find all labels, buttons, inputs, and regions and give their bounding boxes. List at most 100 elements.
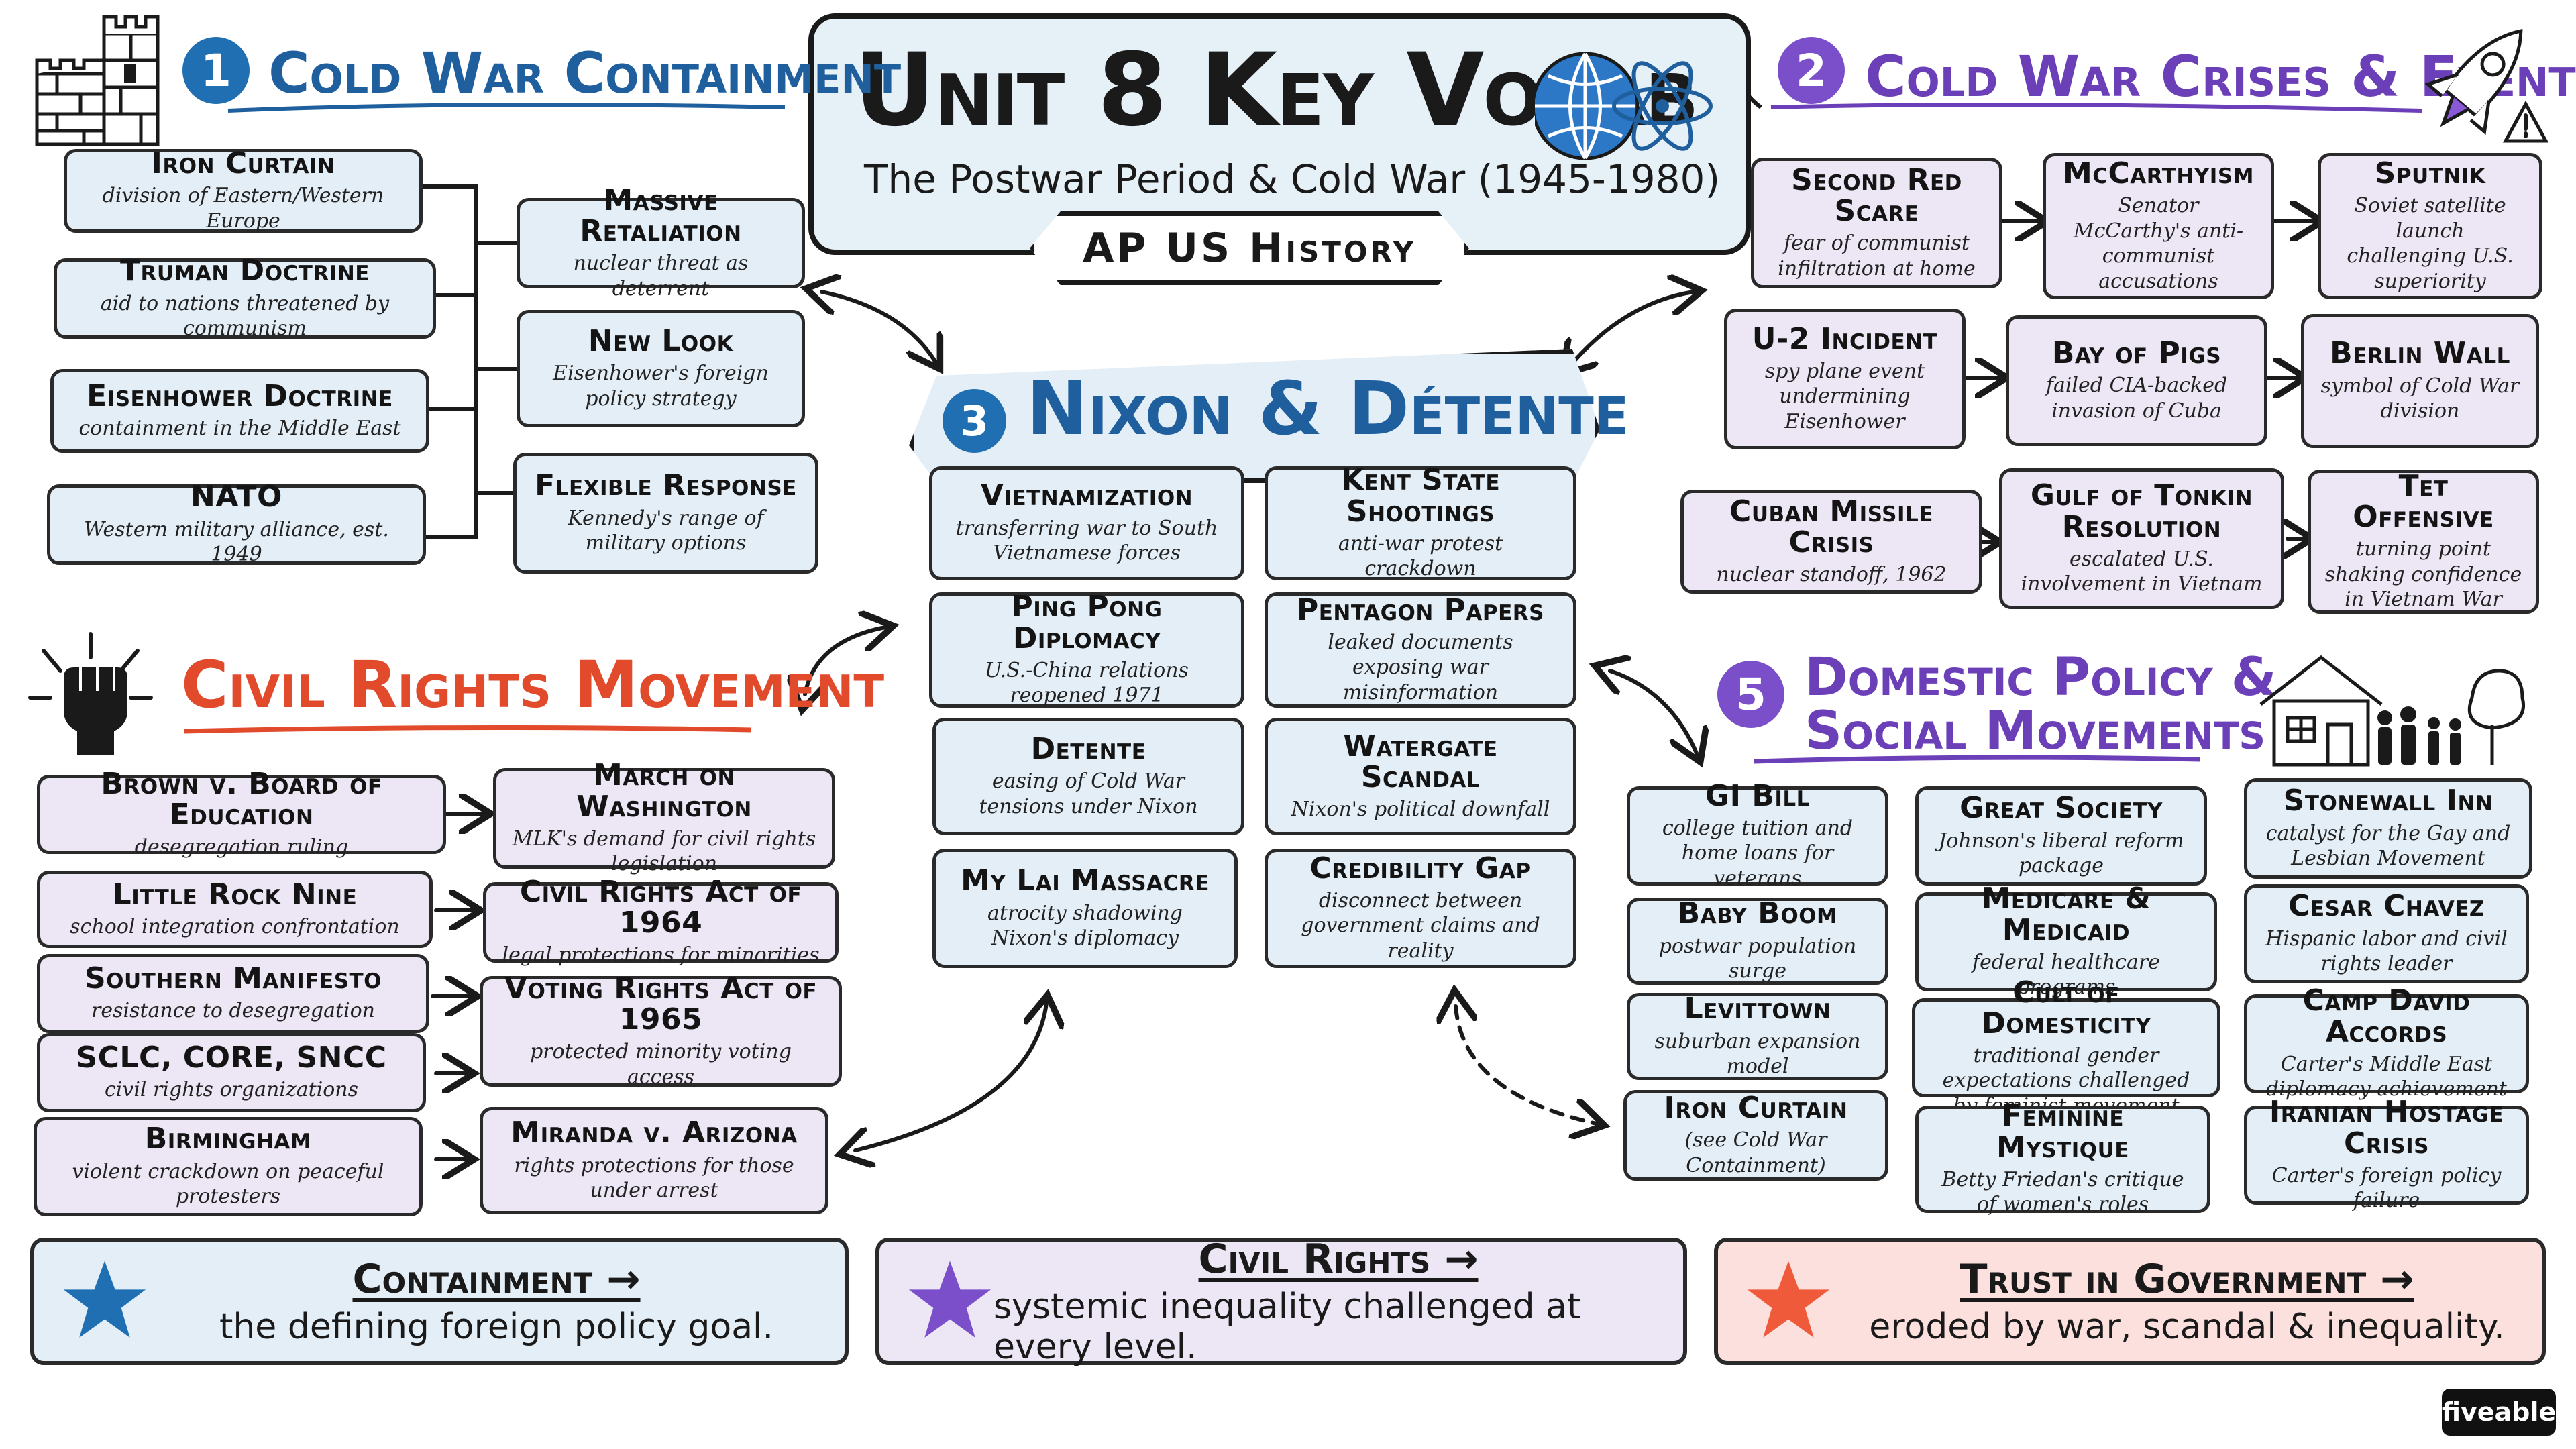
term-title: Eisenhower Doctrine (87, 378, 393, 413)
term-desc: protected minority voting access (530, 1040, 792, 1089)
term-title: Flexible Response (535, 468, 797, 503)
term-title: Brown v. Board of Education (101, 767, 382, 833)
term-desc: U.S.-China relations reopened 1971 (985, 658, 1189, 708)
summary-title: Trust in Government → (1960, 1256, 2414, 1303)
term-title: Vietnamization (980, 478, 1193, 513)
term-title: Berlin Wall (2330, 336, 2510, 371)
term-title: Civil Rights Act of 1964 (519, 875, 802, 941)
star-icon (906, 1256, 994, 1347)
summary-title: Civil Rights → (1198, 1236, 1479, 1283)
term-desc: legal protections for minorities (502, 943, 820, 967)
term-title: Watergate Scandal (1343, 729, 1498, 794)
term-card: Detente easing of Cold War tensions unde… (932, 718, 1244, 835)
title-block: Unit 8 Key Vocab The Postwar Period & Co… (808, 13, 1751, 255)
term-title: SCLC, CORE, SNCC (76, 1040, 387, 1075)
term-card: Flexible Response Kennedy's range of mil… (513, 453, 818, 574)
summary-containment: Containment → the defining foreign polic… (30, 1238, 849, 1365)
term-card: Kent State Shootings anti-war protest cr… (1265, 463, 1576, 581)
term-desc: fear of communist infiltration at home (1778, 231, 1976, 280)
summary-desc: systemic inequality challenged at every … (994, 1287, 1581, 1367)
term-card: Ping Pong Diplomacy U.S.-China relations… (929, 592, 1244, 708)
term-title: Iranian Hostage Crisis (2269, 1095, 2504, 1161)
term-card: Pentagon Papers leaked documents exposin… (1265, 592, 1576, 708)
term-desc: Betty Friedan's critique of women's role… (1941, 1167, 2184, 1217)
term-title: U-2 Incident (1752, 321, 1938, 356)
term-desc: resistance to desegregation (91, 999, 376, 1023)
term-card: Eisenhower Doctrine containment in the M… (50, 369, 429, 453)
term-card: GI Bill college tuition and home loans f… (1627, 780, 1888, 890)
section-heading-domestic-line1: Domestic Policy & (1805, 647, 2277, 708)
term-title: Levittown (1684, 991, 1831, 1026)
summary-desc: eroded by war, scandal & inequality. (1869, 1307, 2505, 1347)
section-number-1: 1 (182, 37, 250, 104)
term-desc: MLK's demand for civil rights legislatio… (512, 826, 816, 876)
term-title: Great Society (1960, 791, 2163, 826)
term-desc: anti-war protest crackdown (1338, 531, 1503, 581)
term-title: Cult of Domesticity (1981, 975, 2151, 1040)
term-desc: turning point shaking confidence in Viet… (2324, 537, 2522, 612)
term-title: Birmingham (144, 1122, 312, 1157)
term-title: Camp David Accords (2302, 983, 2471, 1049)
summary-civil-rights: Civil Rights → systemic inequality chall… (875, 1236, 1687, 1367)
term-title: McCarthyism (2062, 156, 2255, 191)
term-card: Stonewall Inn catalyst for the Gay and L… (2244, 778, 2532, 879)
term-desc: aid to nations threatened by communism (100, 291, 390, 341)
term-title: Gulf of Tonkin Resolution (2030, 478, 2253, 544)
term-card: Miranda v. Arizona rights protections fo… (480, 1107, 828, 1214)
term-card: Camp David Accords Carter's Middle East … (2244, 985, 2529, 1101)
term-title: Kent State Shootings (1340, 463, 1501, 529)
term-desc: Carter's Middle East diplomacy achieveme… (2266, 1052, 2507, 1102)
term-card: U-2 Incident spy plane event undermining… (1724, 309, 1966, 449)
term-title: Iron Curtain (151, 146, 335, 180)
page-subtitle: The Postwar Period & Cold War (1945-1980… (864, 156, 1721, 202)
term-desc: Carter's foreign policy failure (2271, 1163, 2502, 1213)
section-number-2: 2 (1778, 37, 1845, 104)
term-title: Iron Curtain (1664, 1090, 1848, 1125)
term-desc: Nixon's political downfall (1291, 797, 1550, 821)
term-desc: Eisenhower's foreign policy strategy (553, 362, 769, 411)
term-card: Bay of Pigs failed CIA-backed invasion o… (2006, 315, 2267, 446)
term-desc: failed CIA-backed invasion of Cuba (2045, 374, 2228, 423)
term-card: Brown v. Board of Education desegregatio… (37, 768, 446, 859)
term-desc: escalated U.S. involvement in Vietnam (2021, 547, 2263, 596)
term-card: Feminine Mystique Betty Friedan's critiq… (1915, 1101, 2210, 1216)
term-desc: nuclear threat as deterrent (573, 252, 749, 301)
term-title: Sputnik (2374, 156, 2486, 191)
term-card: New Look Eisenhower's foreign policy str… (517, 310, 805, 427)
term-title: GI Bill (1705, 778, 1810, 813)
term-card: Gulf of Tonkin Resolution escalated U.S.… (1999, 468, 2284, 609)
star-icon (1745, 1256, 1832, 1347)
term-desc: rights protections for those under arres… (514, 1153, 794, 1203)
term-title: Little Rock Nine (112, 877, 358, 912)
term-title: Credibility Gap (1309, 851, 1532, 885)
section-heading-domestic-line2: Social Movements (1805, 701, 2266, 761)
section-number-3: 3 (943, 389, 1006, 453)
term-card: Watergate Scandal Nixon's political down… (1265, 718, 1576, 835)
term-desc: symbol of Cold War division (2320, 374, 2520, 423)
raised-fist-icon (17, 624, 164, 761)
term-title: Pentagon Papers (1297, 592, 1544, 627)
term-desc: atrocity shadowing Nixon's diplomacy (987, 901, 1183, 951)
course-label: AP US History (1082, 225, 1417, 272)
term-card: Massive Retaliation nuclear threat as de… (517, 184, 805, 301)
term-card: Iranian Hostage Crisis Carter's foreign … (2244, 1097, 2529, 1212)
term-card: Credibility Gap disconnect between gover… (1265, 849, 1576, 968)
term-card: Cuban Missile Crisis nuclear standoff, 1… (1680, 490, 1982, 594)
term-title: Miranda v. Arizona (511, 1116, 798, 1150)
term-card: Berlin Wall symbol of Cold War division (2301, 314, 2539, 448)
term-desc: Senator McCarthy's anti-communist accusa… (2073, 194, 2244, 293)
term-desc: Western military alliance, est. 1949 (84, 517, 389, 567)
term-desc: Hispanic labor and civil rights leader (2265, 926, 2508, 976)
section-heading-containment: Cold War Containment (268, 40, 902, 106)
brand-logo: fiveable (2442, 1389, 2556, 1436)
term-title: March on Washington (576, 758, 752, 824)
term-title: Cuban Missile Crisis (1729, 494, 1933, 559)
term-title: New Look (588, 323, 734, 358)
term-title: Baby Boom (1677, 896, 1838, 931)
term-title: Tet Offensive (2353, 469, 2494, 535)
section-number-5: 5 (1717, 661, 1784, 728)
term-card: Southern Manifesto resistance to desegre… (37, 954, 429, 1033)
section-heading-civil-rights: Civil Rights Movement (181, 647, 885, 722)
term-card: Vietnamization transferring war to South… (929, 466, 1244, 580)
term-desc: leaked documents exposing war misinforma… (1328, 630, 1513, 704)
